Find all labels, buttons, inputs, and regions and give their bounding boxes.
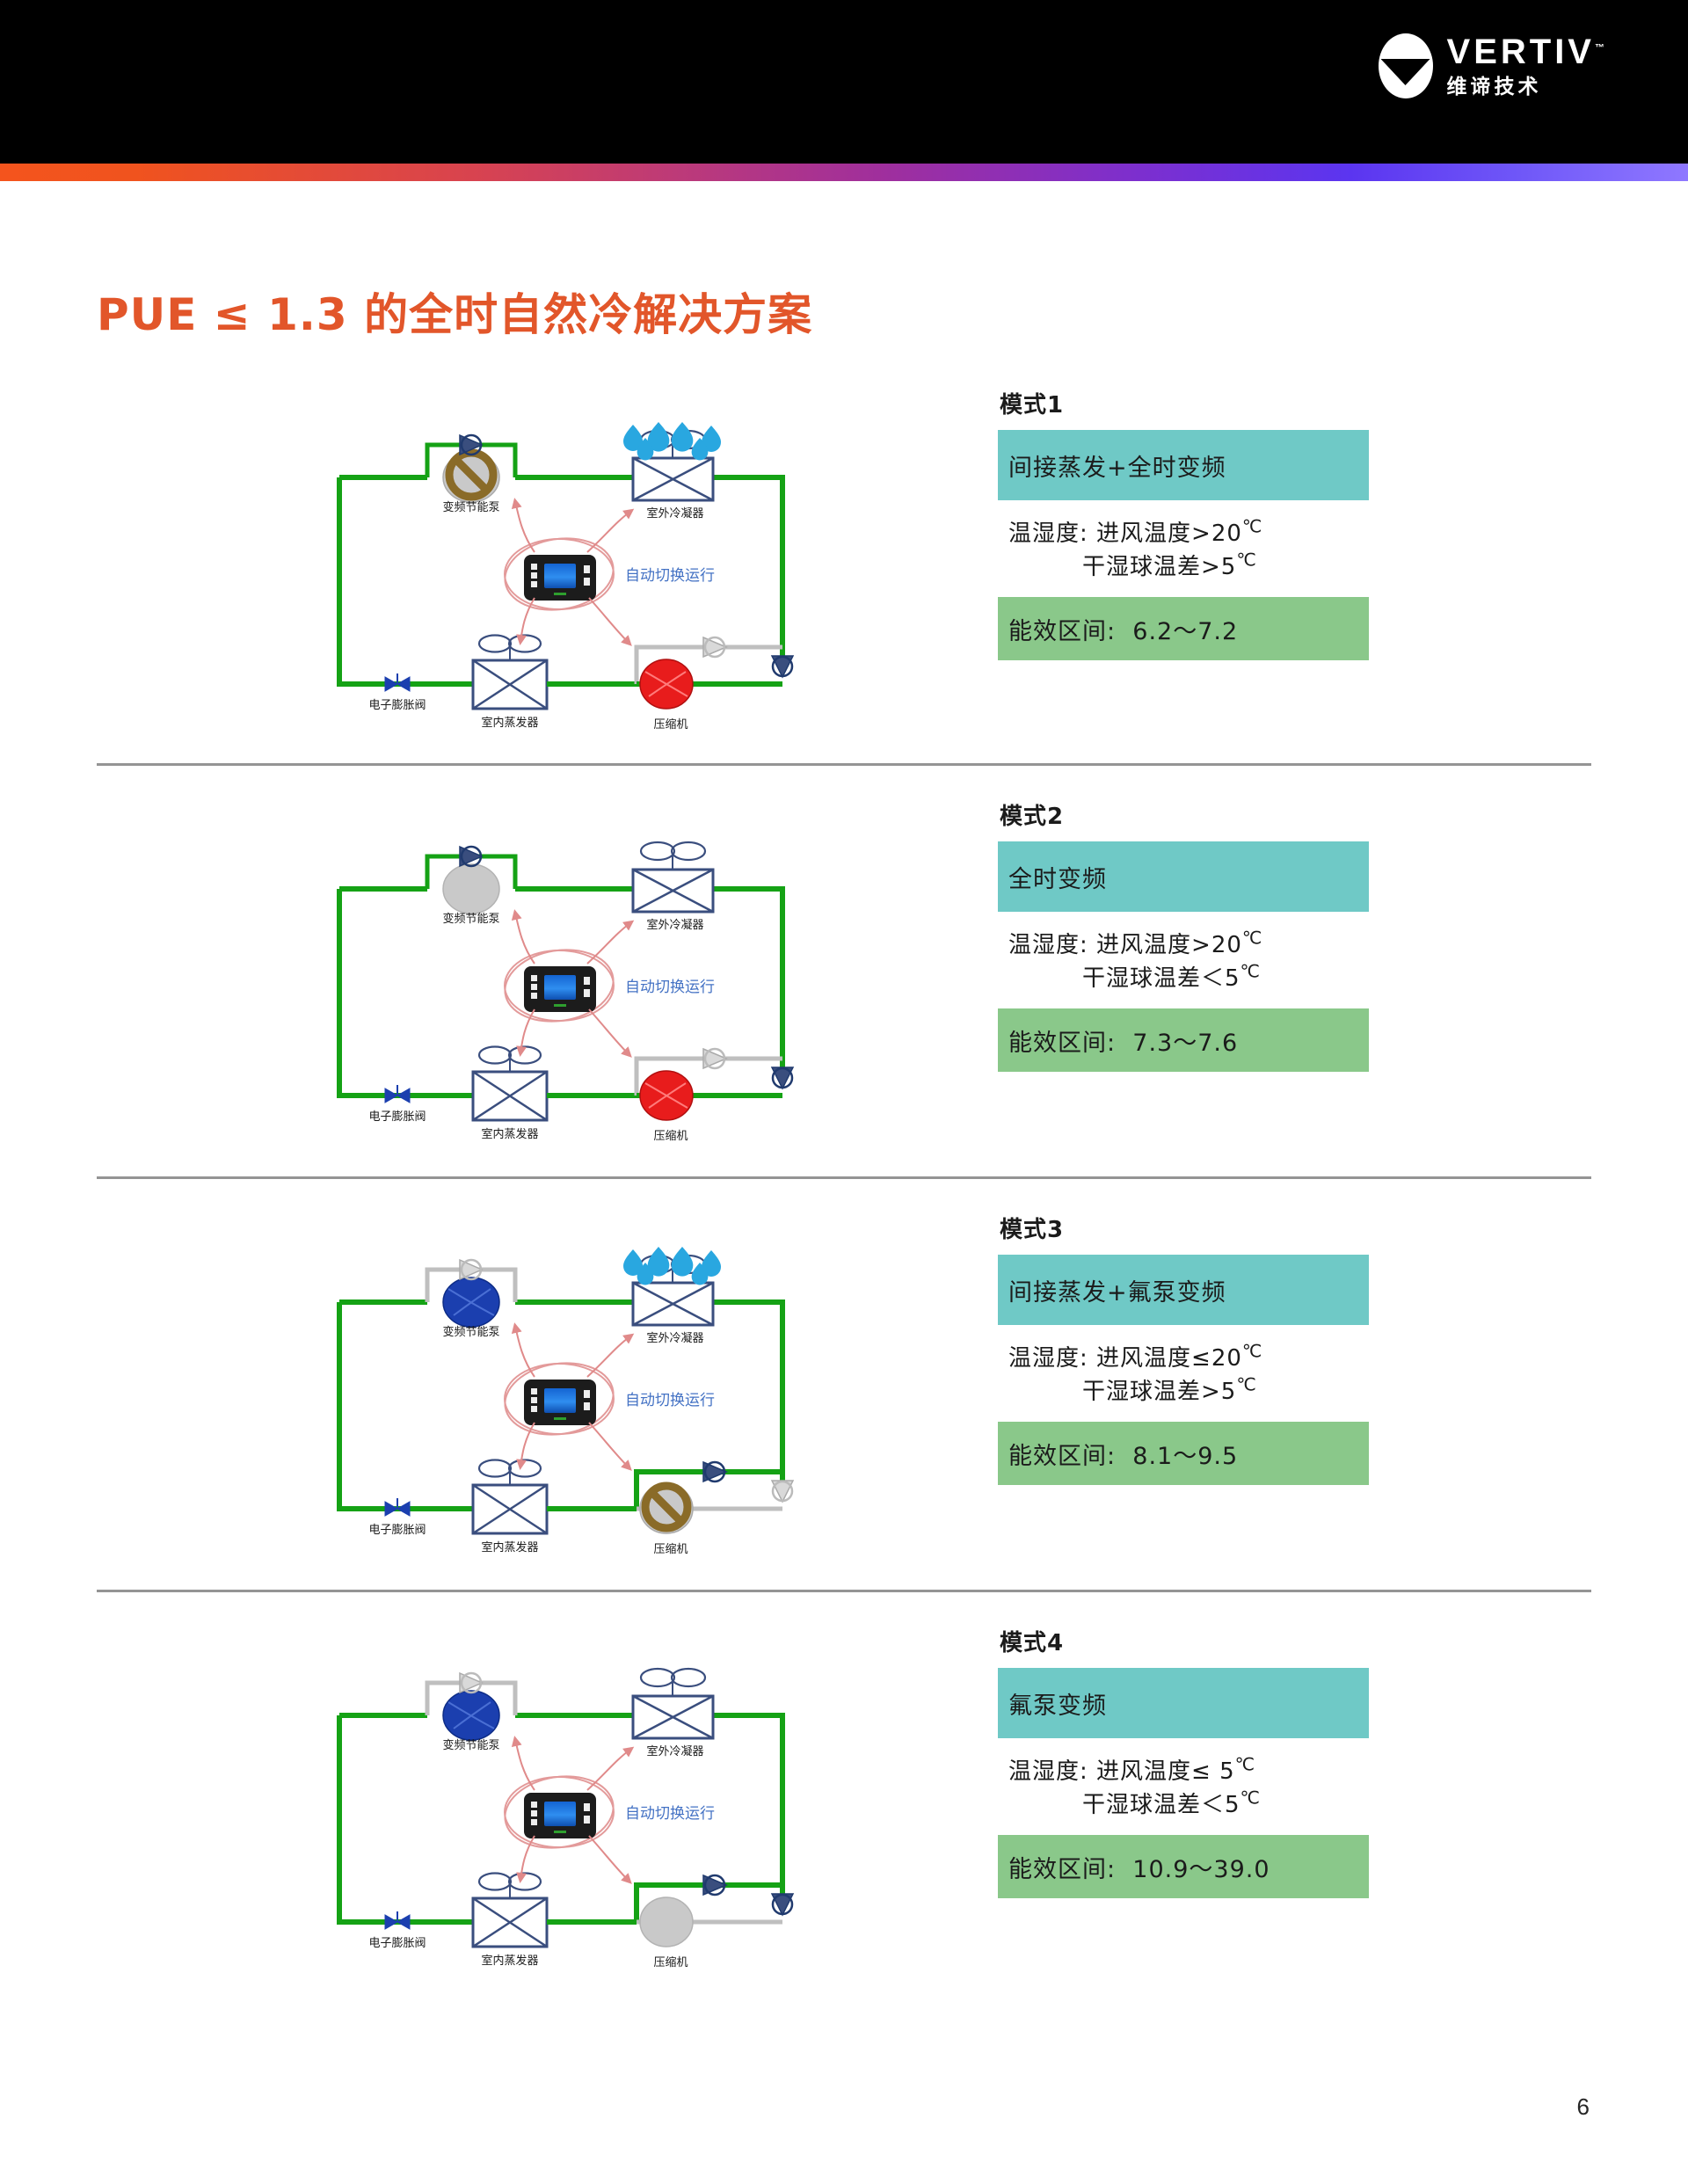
efficiency-value: 8.1～9.5	[1132, 1442, 1239, 1470]
condition-line-1: 温湿度: 进风温度>20℃	[1008, 515, 1263, 548]
svg-text:室外冷凝器: 室外冷凝器	[646, 918, 703, 932]
mode-heading: 模式4	[1000, 1630, 1065, 1656]
mode-row: 变频节能泵 室外冷凝器室内蒸发器 电子膨胀阀压缩机 自动切换运行 模式2 全时变频 温…	[0, 798, 1688, 1150]
svg-text:室内蒸发器: 室内蒸发器	[481, 1540, 538, 1554]
svg-text:自动切换运行: 自动切换运行	[625, 979, 715, 996]
schematic-diagram: 变频节能泵 室外冷凝器室内蒸发器 电子膨胀阀压缩机 自动切换运行	[324, 1632, 798, 1975]
schematic-diagram: 变频节能泵 室外冷凝器室内蒸发器 电子膨胀阀压缩机 自动切换运行	[324, 1219, 798, 1562]
condition-line-1: 温湿度: 进风温度>20℃	[1008, 927, 1263, 959]
condition-band: 温湿度: 进风温度≤20℃ 干湿球温差>5℃	[998, 1325, 1369, 1422]
efficiency-band: 能效区间: 10.9～39.0	[998, 1835, 1369, 1898]
condition-line-2: 干湿球温差＜5℃	[1082, 960, 1262, 992]
vertiv-mark-icon	[1378, 33, 1433, 98]
efficiency-value: 7.3～7.6	[1132, 1029, 1239, 1057]
mode-info-panel: 模式3 间接蒸发+氟泵变频 温湿度: 进风温度≤20℃ 干湿球温差>5℃ 能效区…	[998, 1212, 1369, 1485]
accent-gradient-bar	[0, 164, 1688, 181]
svg-text:变频节能泵: 变频节能泵	[442, 1325, 499, 1339]
svg-text:压缩机: 压缩机	[653, 1542, 688, 1556]
condition-line-1: 温湿度: 进风温度≤20℃	[1008, 1340, 1263, 1372]
condition-band: 温湿度: 进风温度≤ 5℃ 干湿球温差＜5℃	[998, 1738, 1369, 1835]
svg-text:电子膨胀阀: 电子膨胀阀	[368, 1524, 426, 1537]
condition-band: 温湿度: 进风温度>20℃ 干湿球温差＜5℃	[998, 912, 1369, 1008]
mode-row: 变频节能泵 室外冷凝器室内蒸发器 电子膨胀阀压缩机 自动切换运行 模式1 间接蒸发+全…	[0, 387, 1688, 739]
schematic-diagram: 变频节能泵 室外冷凝器室内蒸发器 电子膨胀阀压缩机 自动切换运行	[324, 805, 798, 1148]
condition-line-2: 干湿球温差＜5℃	[1082, 1787, 1262, 1818]
efficiency-band: 能效区间: 7.3～7.6	[998, 1008, 1369, 1072]
efficiency-value: 10.9～39.0	[1132, 1855, 1270, 1883]
svg-text:自动切换运行: 自动切换运行	[625, 567, 715, 585]
mode-info-panel: 模式2 全时变频 温湿度: 进风温度>20℃ 干湿球温差＜5℃ 能效区间: 7.…	[998, 798, 1369, 1072]
efficiency-band: 能效区间: 6.2～7.2	[998, 597, 1369, 660]
logo-chinese-name: 维谛技术	[1446, 76, 1542, 98]
mode-info-panel: 模式1 间接蒸发+全时变频 温湿度: 进风温度>20℃ 干湿球温差>5℃ 能效区…	[998, 387, 1369, 660]
svg-text:室外冷凝器: 室外冷凝器	[646, 1331, 703, 1345]
svg-text:室外冷凝器: 室外冷凝器	[646, 506, 703, 521]
svg-text:压缩机: 压缩机	[653, 1955, 688, 1969]
condition-line-2: 干湿球温差>5℃	[1082, 549, 1257, 580]
logo-wordmark: VERTIV™	[1446, 33, 1604, 71]
svg-text:电子膨胀阀: 电子膨胀阀	[368, 1937, 426, 1950]
mode-heading: 模式3	[1000, 1217, 1065, 1243]
row-divider	[97, 763, 1591, 766]
mode-heading: 模式2	[1000, 804, 1065, 830]
page-number: 6	[1576, 2093, 1590, 2120]
efficiency-band: 能效区间: 8.1～9.5	[998, 1422, 1369, 1485]
svg-text:变频节能泵: 变频节能泵	[442, 1738, 499, 1752]
svg-text:室内蒸发器: 室内蒸发器	[481, 1954, 538, 1968]
svg-text:压缩机: 压缩机	[653, 717, 688, 732]
svg-text:压缩机: 压缩机	[653, 1129, 688, 1143]
mode-label-band: 间接蒸发+氟泵变频	[998, 1255, 1369, 1325]
svg-text:电子膨胀阀: 电子膨胀阀	[368, 1110, 426, 1124]
trademark-icon: ™	[1595, 42, 1604, 54]
efficiency-value: 6.2～7.2	[1132, 617, 1239, 645]
svg-text:变频节能泵: 变频节能泵	[442, 500, 499, 514]
mode-label-band: 氟泵变频	[998, 1668, 1369, 1738]
schematic-diagram: 变频节能泵 室外冷凝器室内蒸发器 电子膨胀阀压缩机 自动切换运行	[324, 394, 798, 737]
svg-text:电子膨胀阀: 电子膨胀阀	[368, 699, 426, 712]
svg-text:变频节能泵: 变频节能泵	[442, 912, 499, 926]
mode-label-band: 全时变频	[998, 841, 1369, 912]
svg-text:室外冷凝器: 室外冷凝器	[646, 1744, 703, 1758]
mode-label-band: 间接蒸发+全时变频	[998, 430, 1369, 500]
vertiv-logo: VERTIV™ 维谛技术	[1378, 33, 1604, 98]
mode-info-panel: 模式4 氟泵变频 温湿度: 进风温度≤ 5℃ 干湿球温差＜5℃ 能效区间: 10…	[998, 1625, 1369, 1898]
svg-text:室内蒸发器: 室内蒸发器	[481, 716, 538, 730]
mode-row: 变频节能泵 室外冷凝器室内蒸发器 电子膨胀阀压缩机 自动切换运行 模式3 间接蒸发+氟…	[0, 1212, 1688, 1563]
row-divider	[97, 1176, 1591, 1179]
condition-line-2: 干湿球温差>5℃	[1082, 1373, 1257, 1405]
svg-text:室内蒸发器: 室内蒸发器	[481, 1127, 538, 1141]
row-divider	[97, 1590, 1591, 1592]
condition-line-1: 温湿度: 进风温度≤ 5℃	[1008, 1753, 1256, 1786]
mode-row: 变频节能泵 室外冷凝器室内蒸发器 电子膨胀阀压缩机 自动切换运行 模式4 氟泵变频 温…	[0, 1625, 1688, 1977]
svg-text:自动切换运行: 自动切换运行	[625, 1805, 715, 1823]
condition-band: 温湿度: 进风温度>20℃ 干湿球温差>5℃	[998, 500, 1369, 597]
page-header: VERTIV™ 维谛技术	[0, 0, 1688, 164]
page-title: PUE ≤ 1.3 的全时自然冷解决方案	[97, 289, 813, 340]
mode-heading: 模式1	[1000, 392, 1065, 419]
svg-text:自动切换运行: 自动切换运行	[625, 1392, 715, 1409]
